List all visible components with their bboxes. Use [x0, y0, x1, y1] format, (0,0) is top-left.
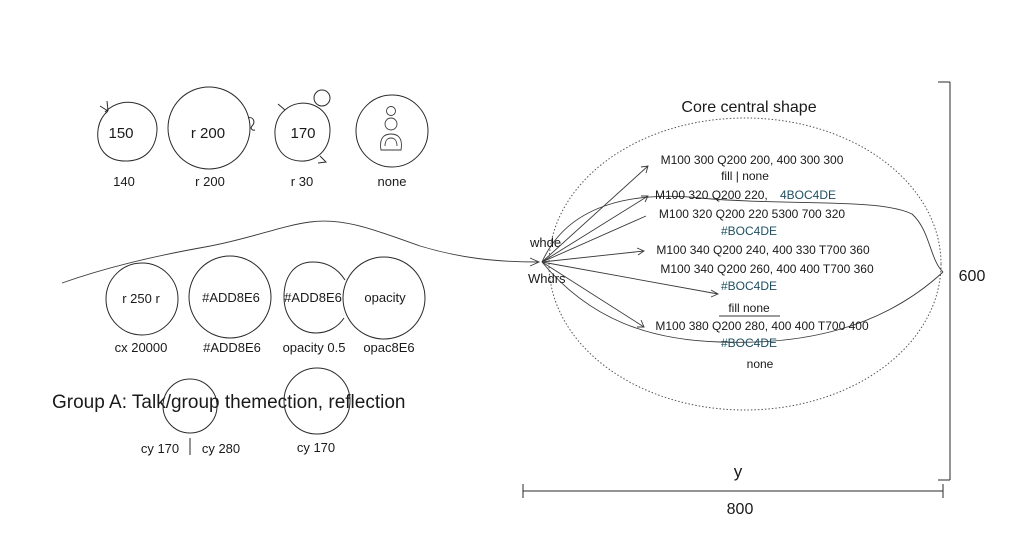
mid-circle-4-caption: opac8E6 [363, 340, 414, 355]
core-label-6: #BOC4DE [721, 224, 777, 238]
top-circle-4: none [355, 94, 429, 189]
top-circle-2-label: r 200 [191, 125, 225, 142]
small-circle-icon [313, 89, 331, 107]
core-label-1: M100 300 Q200 200, 400 300 300 [661, 153, 844, 167]
group-caption-1: cy 170 [141, 441, 179, 456]
hub: whde Whdrs [528, 235, 566, 286]
top-circle-3-label: 170 [290, 125, 315, 142]
top-circle-2: r 200 r 200 [167, 86, 256, 189]
axis-label: y [734, 462, 743, 481]
core-label-5: M100 320 Q200 220 5300 700 320 [659, 207, 845, 221]
top-circle-1-label: 150 [108, 125, 133, 142]
group-title: Group A: Talk/group themection, reflecti… [52, 392, 405, 413]
top-circle-3: 170 r 30 [274, 89, 331, 189]
hub-top-label: whde [529, 235, 561, 250]
group-caption-3: cy 170 [297, 440, 335, 455]
mid-circle-2-label: #ADD8E6 [202, 290, 260, 305]
core-label-11: M100 380 Q200 280, 400 400 T700 400 [655, 319, 869, 333]
core-label-12: #BOC4DE [721, 336, 777, 350]
width-label: 800 [727, 501, 754, 518]
wave-connector [61, 220, 539, 284]
core-label-7: M100 340 Q200 240, 400 330 T700 360 [656, 243, 870, 257]
core-ellipse [548, 117, 942, 411]
mid-circle-4-label: opacity [364, 290, 406, 305]
core-labels: M100 300 Q200 200, 400 300 300 fill | no… [655, 153, 874, 371]
core-label-9: #BOC4DE [721, 279, 777, 293]
person-icon [380, 106, 402, 151]
mid-circle-3-label: #ADD8E6 [284, 290, 342, 305]
core-outline-top [541, 195, 944, 273]
top-circle-4-caption: none [378, 174, 407, 189]
height-dimension: 600 [938, 81, 986, 481]
core-title: Core central shape [681, 99, 816, 116]
top-circle-1: 150 140 [97, 100, 158, 189]
mid-circle-1: r 250 r cx 20000 [105, 262, 179, 355]
mid-circle-1-label: r 250 r [122, 291, 160, 306]
group-circle-1: cy 170 cy 280 [141, 378, 240, 456]
core-label-2: fill | none [721, 169, 769, 183]
hub-bottom-label: Whdrs [528, 271, 566, 286]
mid-circle-2-caption: #ADD8E6 [203, 340, 261, 355]
hub-rays [541, 165, 720, 328]
height-label: 600 [959, 268, 986, 285]
core-label-4: 4BOC4DE [780, 188, 836, 202]
top-circle-3-caption: r 30 [291, 174, 313, 189]
core-label-8: M100 340 Q200 260, 400 400 T700 360 [660, 262, 874, 276]
core-label-3: M100 320 Q200 220, [655, 188, 768, 202]
core-label-13: none [747, 357, 774, 371]
group-caption-2: cy 280 [202, 441, 240, 456]
top-circle-1-caption: 140 [113, 174, 135, 189]
mid-circle-2: #ADD8E6 #ADD8E6 [188, 255, 272, 355]
top-circle-2-caption: r 200 [195, 174, 225, 189]
width-dimension: 800 [522, 484, 944, 518]
core-label-10: fill none [728, 301, 770, 315]
mid-circle-pair: #ADD8E6 opacity opacity 0.5 opac8E6 [283, 256, 426, 355]
mid-circle-1-caption: cx 20000 [115, 340, 168, 355]
wave-arrowhead [529, 257, 541, 267]
mid-circle-3-caption: opacity 0.5 [283, 340, 346, 355]
group-circle-2: cy 170 [283, 367, 351, 455]
core-outline-bottom [541, 261, 944, 343]
